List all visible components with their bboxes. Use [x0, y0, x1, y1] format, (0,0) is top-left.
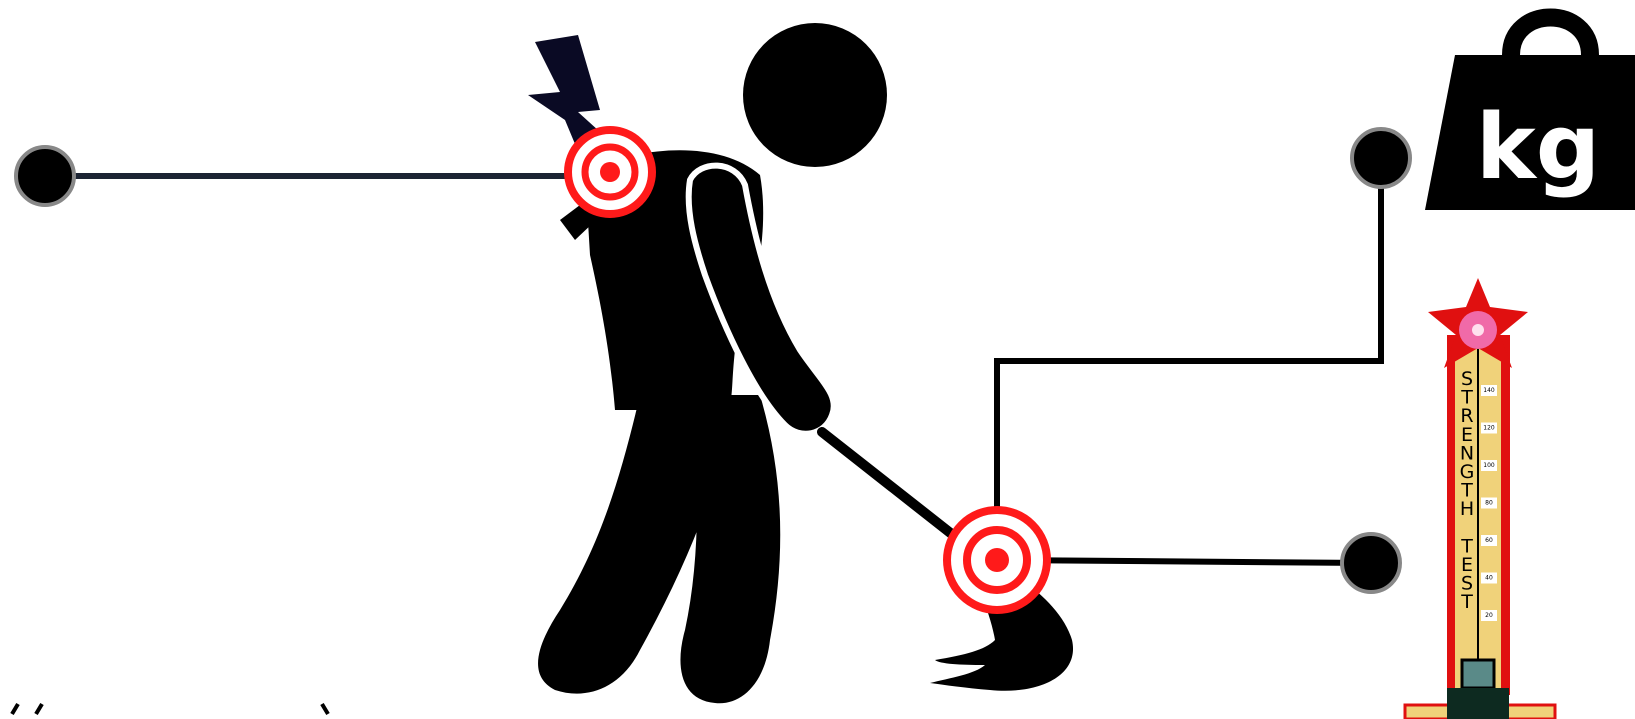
weight-node	[1352, 129, 1410, 187]
tester-scale-tick-label: 40	[1485, 575, 1493, 582]
tester-scale-tick-label: 140	[1483, 387, 1495, 394]
tester-scale-tick-label: 80	[1485, 500, 1493, 507]
left-node	[16, 147, 74, 205]
tester-bell-highlight	[1472, 324, 1484, 336]
tester-connector-line	[997, 560, 1371, 563]
tester-puck	[1462, 660, 1494, 688]
kg-label: kg	[1476, 95, 1600, 200]
tester-scale-tick-label: 20	[1485, 612, 1493, 619]
tester-stand	[1447, 688, 1509, 719]
tester-label-letter: H	[1460, 498, 1474, 520]
kg-weight-icon: kg	[1425, 18, 1635, 211]
weight-connector-line	[997, 160, 1381, 560]
tester-scale-tick-label: 100	[1483, 462, 1495, 469]
person-front-leg	[680, 395, 780, 703]
tester-label-letter: T	[1460, 591, 1473, 613]
tester-scale-tick-label: 120	[1483, 425, 1495, 432]
mop-pain-target	[947, 510, 1047, 610]
person-head	[743, 23, 887, 167]
tester-node	[1342, 534, 1400, 592]
tester-scale-tick-label: 60	[1485, 537, 1493, 544]
cutoff-text-fragment	[12, 704, 328, 714]
shoulder-pain-target	[568, 130, 652, 214]
